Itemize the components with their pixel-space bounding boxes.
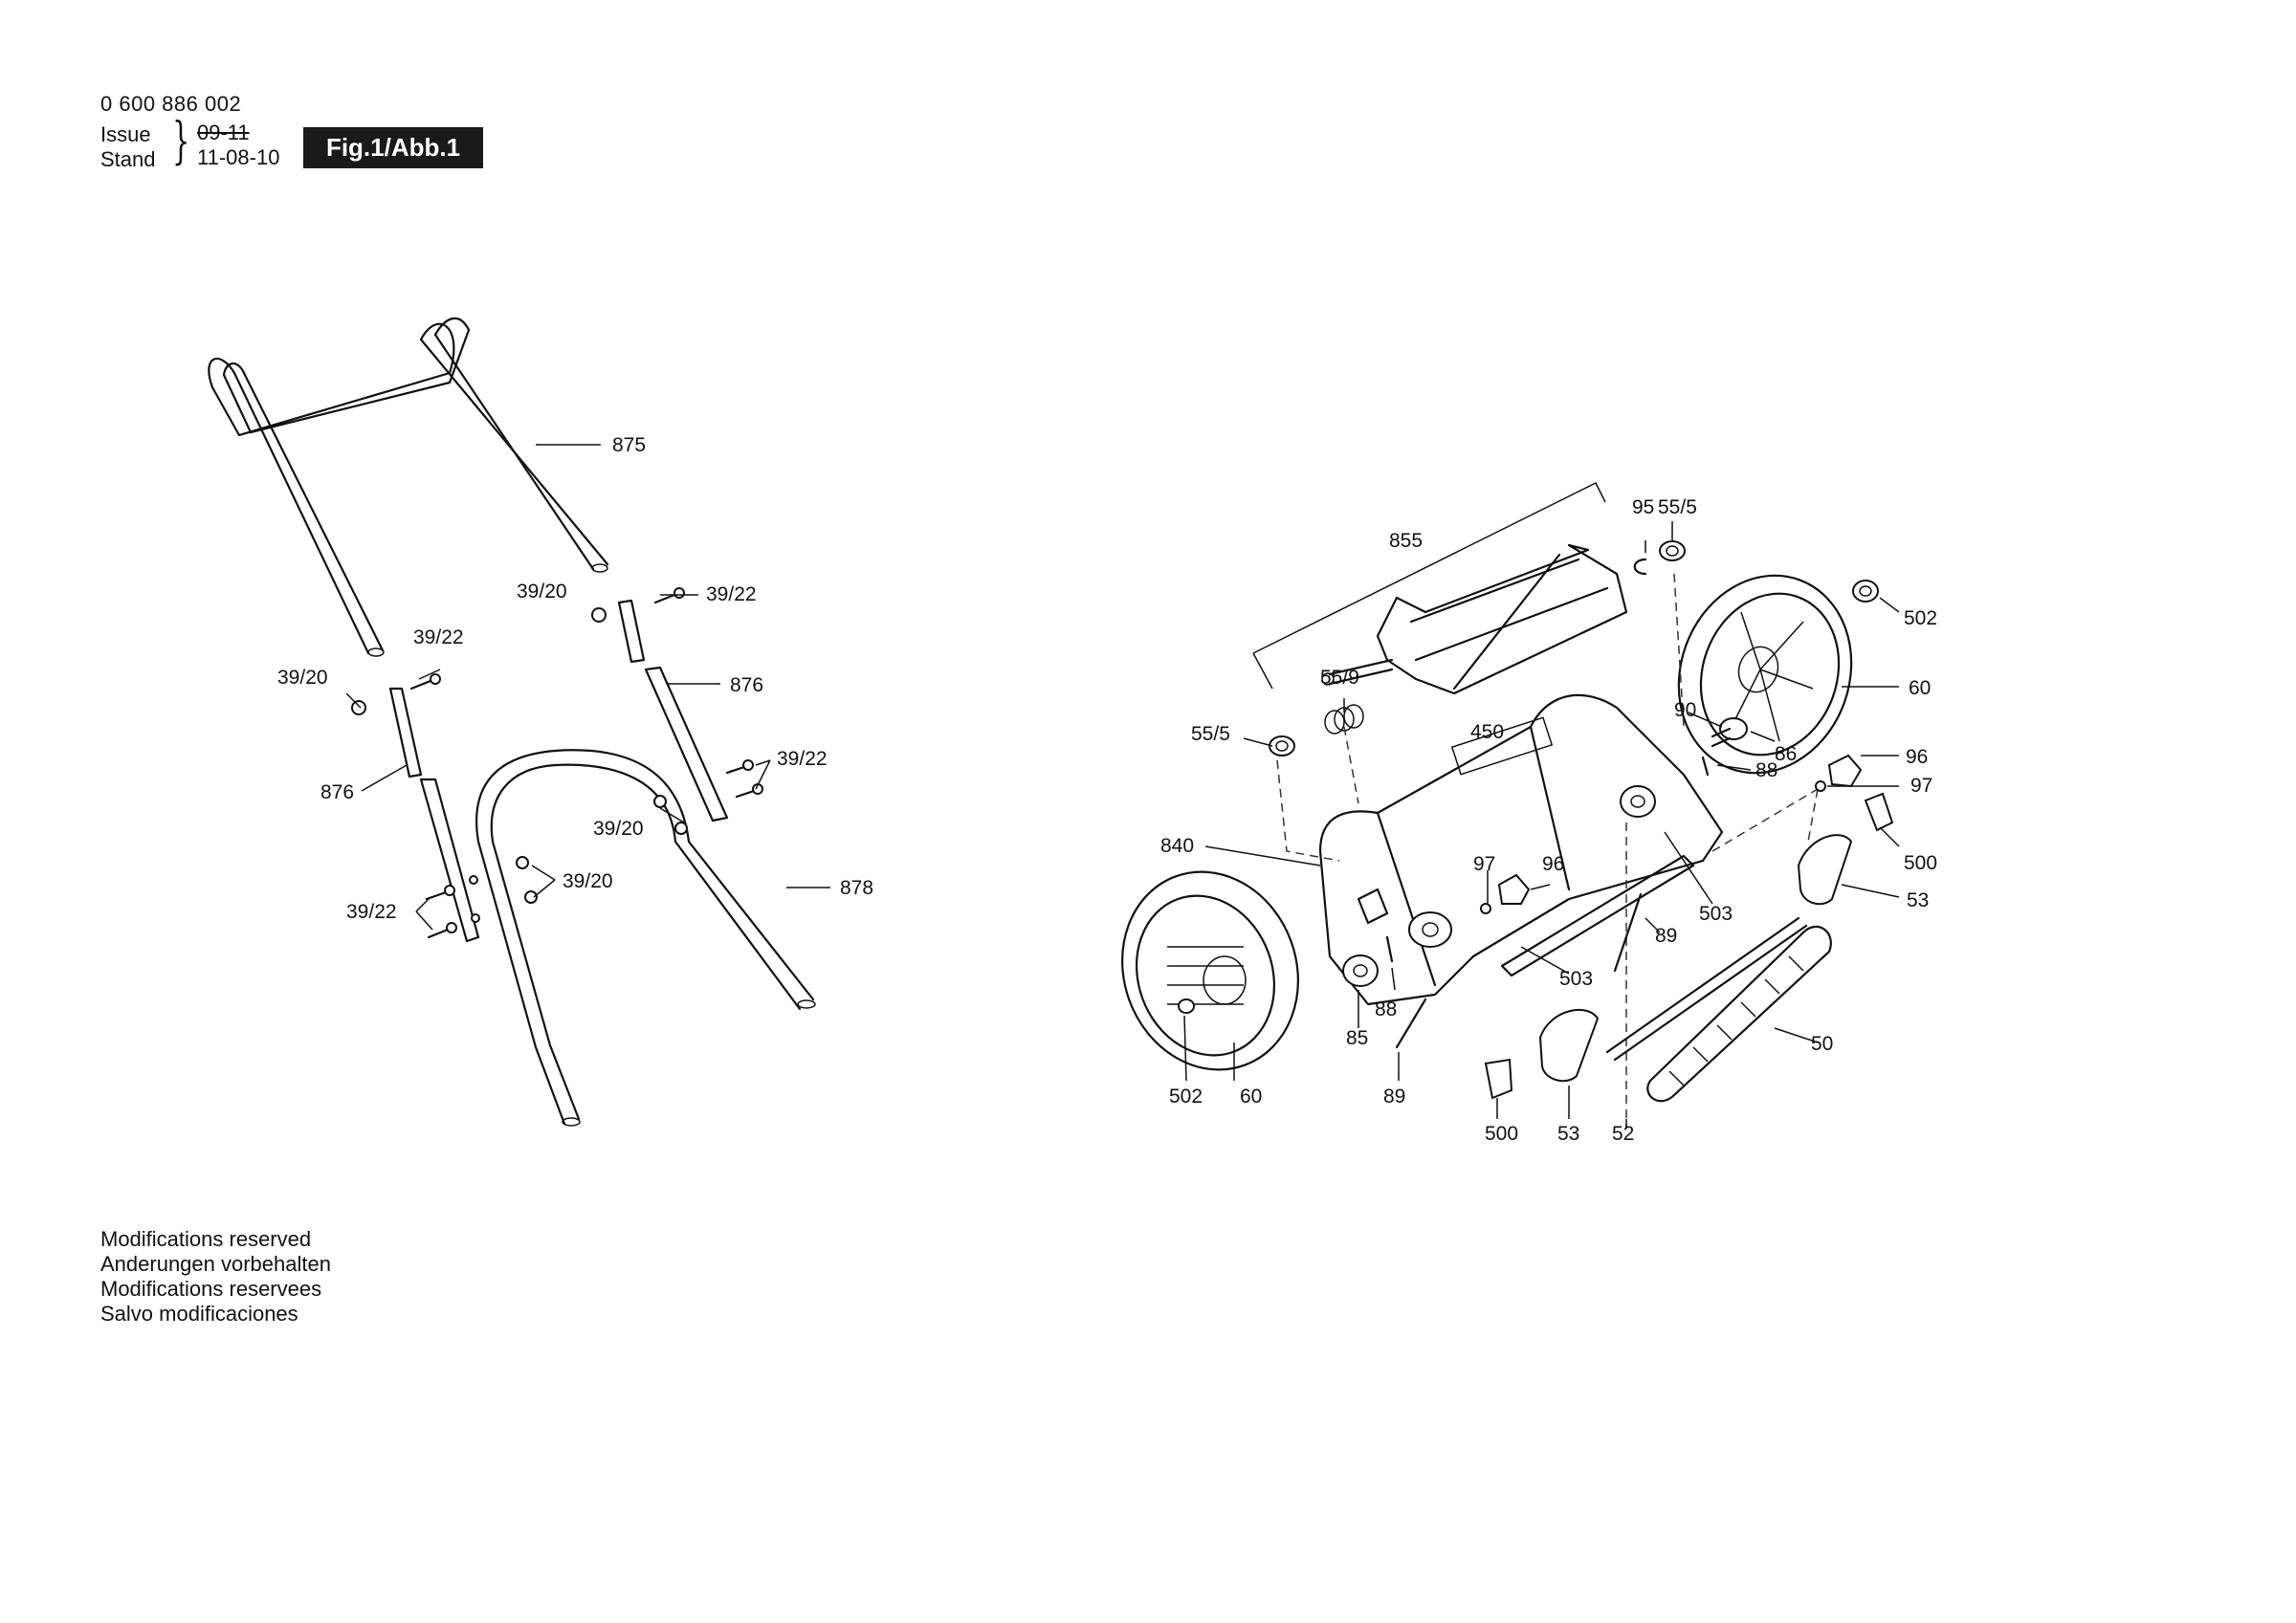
rod-89-right (1613, 892, 1643, 973)
label-97-a: 97 (1910, 775, 1932, 797)
bracket-53-bottom (1538, 1009, 1600, 1083)
label-875: 875 (612, 434, 646, 456)
label-53-b: 53 (1557, 1123, 1579, 1145)
footer-line: Salvo modificaciones (100, 1302, 298, 1326)
label-55-5-b: 55/5 (1191, 723, 1230, 745)
label-96-a: 96 (1906, 746, 1928, 768)
guide-dash-a (1276, 759, 1340, 862)
label-503-b: 503 (1559, 968, 1593, 990)
label-876-a: 876 (320, 781, 354, 803)
clip-500-bottom (1484, 1058, 1513, 1100)
screw-97-left (1480, 903, 1491, 914)
guide-dash-c (1673, 573, 1685, 728)
modifications-note: Modifications reserved Anderungen vorbeh… (100, 1227, 331, 1327)
pinion-85-left (1342, 935, 1394, 987)
label-39-22-d: 39/22 (346, 901, 397, 923)
knob-96-right (1815, 754, 1863, 792)
label-876-b: 876 (730, 674, 763, 696)
label-96-b: 96 (1542, 853, 1564, 875)
tube-876-left (388, 687, 423, 779)
housing-840 (1318, 693, 1724, 1006)
label-50: 50 (1811, 1033, 1833, 1055)
footer-line: Modifications reservees (100, 1277, 322, 1301)
shaft-52 (1605, 916, 1800, 1054)
label-450: 450 (1470, 721, 1504, 743)
fasteners-handle (351, 587, 763, 939)
gear-set-right (1701, 717, 1748, 777)
label-39-22-b: 39/22 (413, 626, 464, 648)
bearing-55-5-top (1659, 540, 1686, 561)
footer-line: Modifications reserved (100, 1227, 312, 1251)
label-95: 95 (1632, 496, 1654, 518)
guide-dash-d (1711, 788, 1819, 852)
label-39-20-a: 39/20 (517, 581, 567, 603)
label-55-5-a: 55/5 (1658, 496, 1697, 518)
upper-handle-875 (208, 317, 609, 657)
label-90: 90 (1674, 699, 1696, 721)
knob-96-left (1497, 873, 1531, 905)
label-55-9: 55/9 (1320, 667, 1359, 689)
label-86: 86 (1775, 743, 1797, 765)
label-502-a: 502 (1904, 607, 1937, 629)
washer-502-top (1852, 580, 1879, 603)
document-number: 0 600 886 002 (100, 92, 242, 116)
label-97-b: 97 (1473, 853, 1495, 875)
label-39-22-a: 39/22 (706, 583, 757, 605)
label-88-a: 88 (1755, 759, 1777, 781)
label-855: 855 (1389, 530, 1423, 552)
rod-89-left (1395, 998, 1427, 1049)
mower-assembly (1121, 481, 1900, 1129)
bracket-855 (1252, 481, 1606, 690)
label-39-20-b: 39/20 (277, 667, 328, 689)
wheel-60-bottom (1121, 870, 1299, 1071)
label-53-a: 53 (1907, 889, 1929, 911)
label-39-20-c: 39/20 (593, 818, 644, 840)
label-52: 52 (1612, 1123, 1634, 1145)
label-88-b: 88 (1375, 998, 1397, 1020)
label-85: 85 (1346, 1027, 1368, 1049)
stand-label: Stand (100, 147, 156, 171)
issue-date: 09-11 (197, 121, 250, 144)
brace-glyph: } (172, 113, 190, 170)
wheel-60-top (1677, 574, 1853, 775)
label-89-b: 89 (1383, 1086, 1405, 1108)
bracket-53-right (1797, 834, 1853, 906)
label-39-20-d: 39/20 (563, 870, 613, 892)
clip-95 (1633, 558, 1647, 576)
label-39-22-c: 39/22 (777, 748, 828, 770)
handle-assembly (208, 317, 830, 1127)
guide-dash-b (1343, 726, 1359, 804)
washer-502-bottom (1178, 998, 1195, 1014)
label-503-a: 503 (1699, 903, 1733, 925)
footer-line: Anderungen vorbehalten (100, 1252, 331, 1276)
tube-876-right (617, 599, 729, 822)
bearing-55-5-left (1269, 735, 1295, 757)
label-840: 840 (1160, 835, 1194, 857)
label-60-a: 60 (1909, 677, 1931, 699)
figure-label-badge: Fig.1/Abb.1 (303, 127, 483, 168)
label-502-b: 502 (1169, 1086, 1203, 1108)
roller-50 (1646, 925, 1832, 1103)
label-878: 878 (840, 877, 873, 899)
lower-handle-878 (419, 749, 816, 1127)
label-500-b: 500 (1485, 1123, 1518, 1145)
clip-500-right (1864, 792, 1894, 832)
label-500-a: 500 (1904, 852, 1937, 874)
stand-date: 11-08-10 (197, 145, 280, 169)
blade-cylinder-855 (1321, 543, 1628, 695)
issue-label: Issue (100, 122, 151, 146)
label-89-a: 89 (1655, 925, 1677, 947)
label-60-b: 60 (1240, 1086, 1262, 1108)
